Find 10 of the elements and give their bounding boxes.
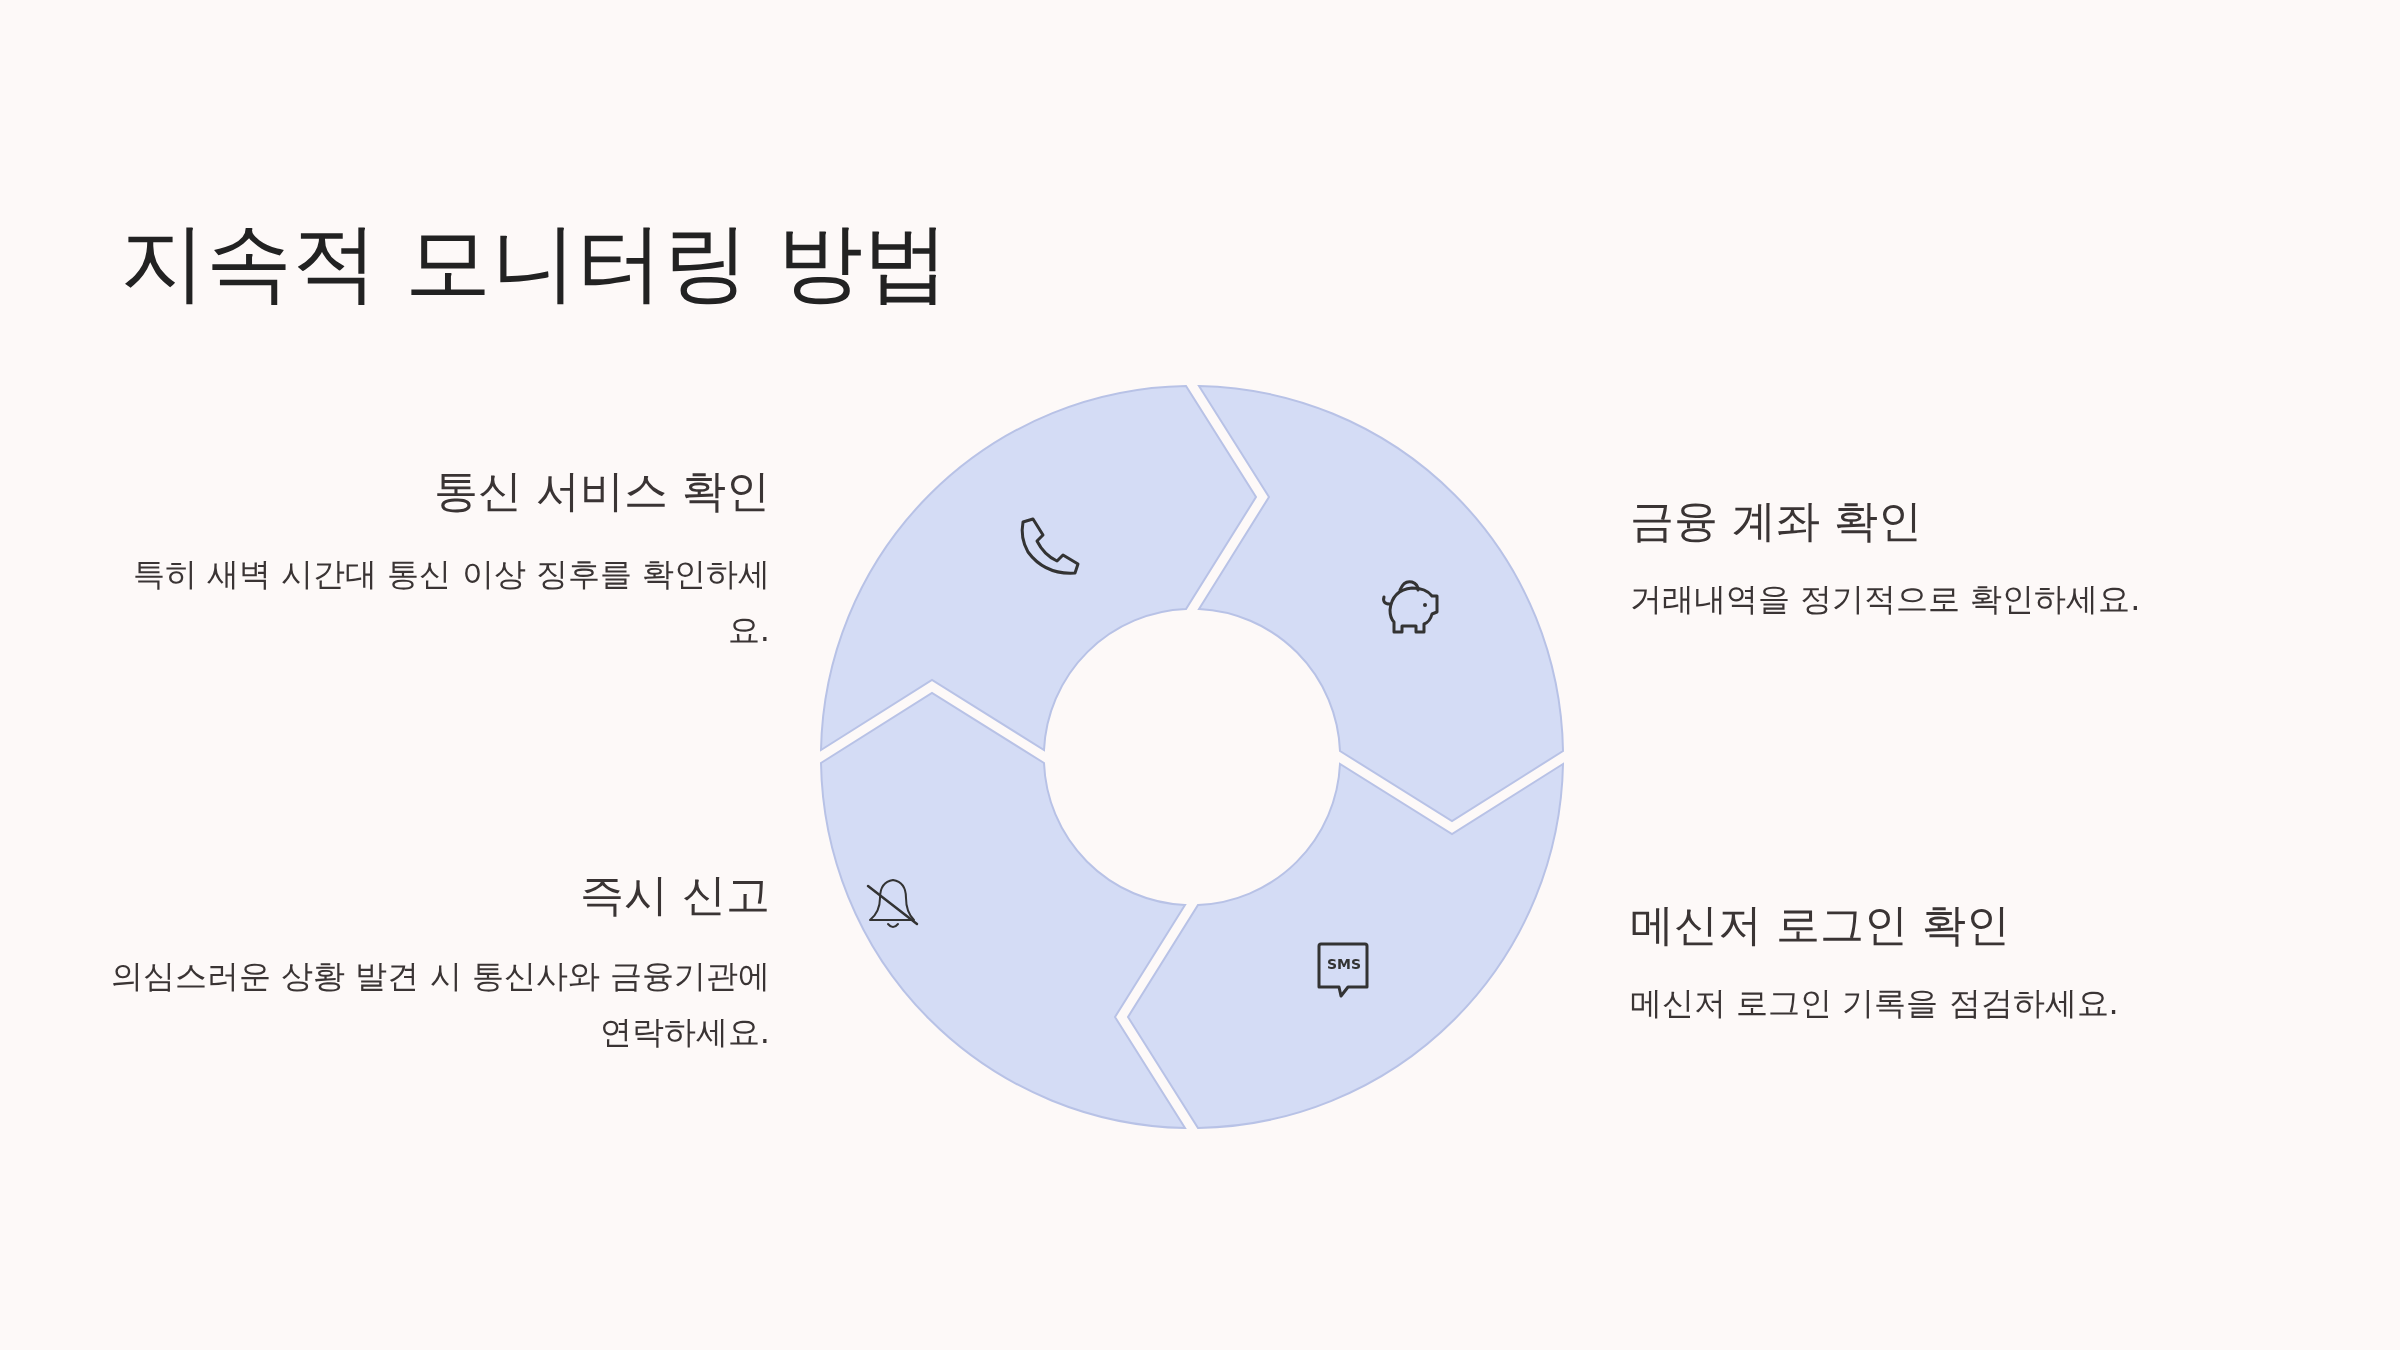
description: 메신저 로그인 기록을 점검하세요. (1630, 983, 2119, 1024)
description: 거래내역을 정기적으로 확인하세요. (1630, 579, 2141, 620)
heading: 금융 계좌 확인 (1630, 494, 1922, 548)
heading: 메신저 로그인 확인 (1630, 898, 2010, 952)
description: 의심스러운 상황 발견 시 통신사와 금융기관에 연락하세요. (110, 956, 770, 1053)
icon-text: SMS (1327, 956, 1362, 972)
heading: 통신 서비스 확인 (434, 464, 770, 518)
heading: 즉시 신고 (580, 868, 770, 922)
title: 지속적 모니터링 방법 (120, 211, 949, 314)
description: 특히 새벽 시간대 통신 이상 징후를 확인하세요. (131, 554, 770, 651)
